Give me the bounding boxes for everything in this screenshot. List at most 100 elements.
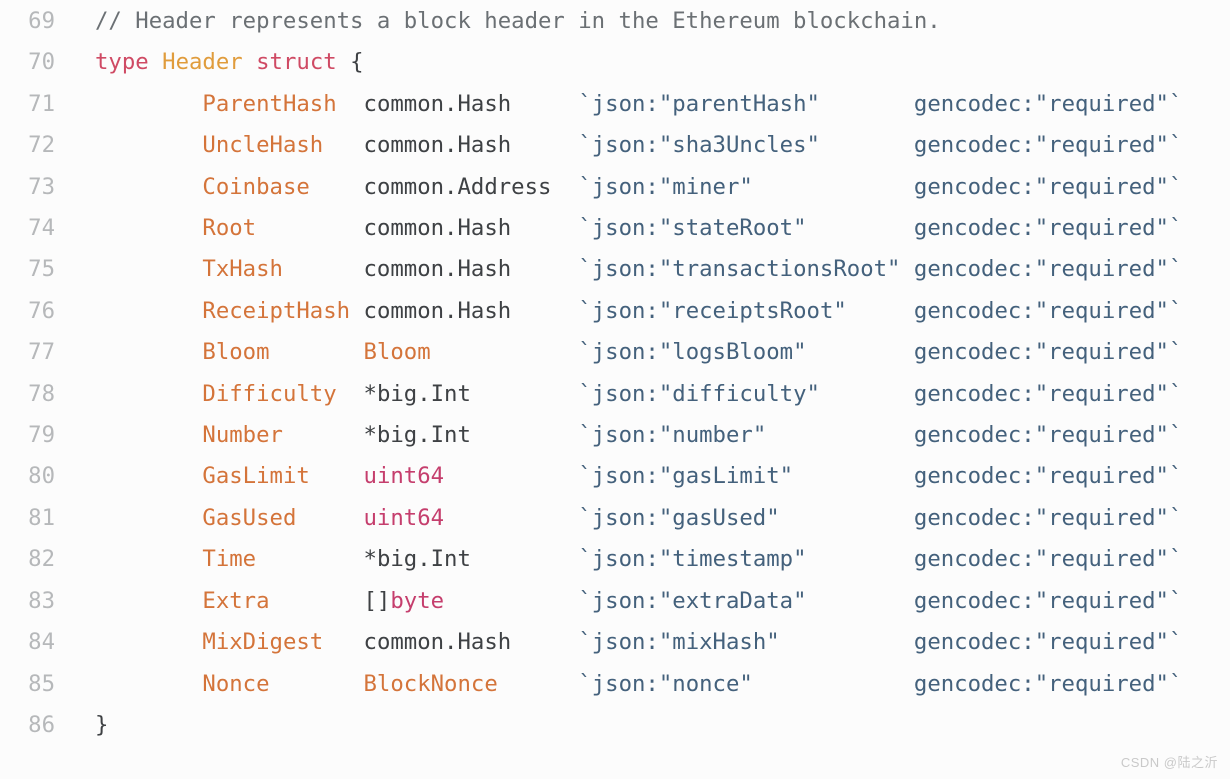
code-token xyxy=(95,463,202,489)
code-token: Bloom xyxy=(363,339,431,366)
code-token: `json:"mixHash" gencodec:"required"` xyxy=(578,629,1183,656)
code-token xyxy=(511,132,578,158)
code-text: } xyxy=(95,705,108,746)
code-token xyxy=(511,629,578,655)
code-token: uint64 xyxy=(363,504,445,531)
code-token: MixDigest xyxy=(202,629,324,656)
code-line: 78 Difficulty *big.Int `json:"difficulty… xyxy=(0,374,1230,415)
code-token xyxy=(323,132,363,158)
code-token xyxy=(95,381,202,407)
code-token xyxy=(95,215,202,241)
code-token xyxy=(95,588,202,614)
code-token xyxy=(511,91,578,117)
code-line: 75 TxHash common.Hash `json:"transaction… xyxy=(0,249,1230,290)
code-text: Extra []byte `json:"extraData" gencodec:… xyxy=(95,581,1182,622)
code-token: BlockNonce xyxy=(363,670,498,697)
code-token xyxy=(95,671,202,697)
code-line: 76 ReceiptHash common.Hash `json:"receip… xyxy=(0,291,1230,332)
line-number: 76 xyxy=(28,297,55,324)
code-token: `json:"gasLimit" gencodec:"required"` xyxy=(578,463,1183,490)
code-token xyxy=(95,629,202,655)
code-token xyxy=(471,546,578,572)
code-line: 82 Time *big.Int `json:"timestamp" genco… xyxy=(0,539,1230,580)
code-token xyxy=(270,588,364,614)
code-token: `json:"stateRoot" gencodec:"required"` xyxy=(578,215,1183,242)
code-line: 69 // Header represents a block header i… xyxy=(0,1,1230,42)
code-token xyxy=(95,256,202,282)
line-number: 75 xyxy=(28,256,55,283)
code-token: GasUsed xyxy=(202,504,297,531)
line-number: 74 xyxy=(28,215,55,242)
code-token: `json:"logsBloom" gencodec:"required"` xyxy=(578,339,1183,366)
code-token: `json:"miner" gencodec:"required"` xyxy=(578,173,1183,200)
code-token: GasLimit xyxy=(202,463,310,490)
line-number: 84 xyxy=(28,629,55,656)
code-token xyxy=(270,671,364,697)
code-token: uint64 xyxy=(363,463,445,490)
code-text: GasUsed uint64 `json:"gasUsed" gencodec:… xyxy=(95,498,1182,539)
code-token: Number xyxy=(202,422,283,449)
code-token: `json:"nonce" gencodec:"required"` xyxy=(578,670,1183,697)
code-line: 83 Extra []byte `json:"extraData" gencod… xyxy=(0,581,1230,622)
code-token: common.Hash xyxy=(363,132,512,159)
code-token xyxy=(310,463,364,489)
code-token: *big.Int xyxy=(363,422,471,449)
code-area: 69 // Header represents a block header i… xyxy=(0,1,1230,746)
line-number: 81 xyxy=(28,504,55,531)
code-token: Time xyxy=(202,546,257,573)
code-text: type Header struct { xyxy=(95,42,364,83)
code-token: type xyxy=(95,49,149,76)
code-token xyxy=(95,132,202,158)
code-token xyxy=(444,463,578,489)
code-token xyxy=(283,256,364,282)
code-line: 86 } xyxy=(0,705,1230,746)
code-text: Root common.Hash `json:"stateRoot" genco… xyxy=(95,208,1182,249)
code-token: `json:"transactionsRoot" gencodec:"requi… xyxy=(578,256,1183,283)
code-token xyxy=(95,339,202,365)
code-token: Header xyxy=(162,49,243,76)
code-token: common.Hash xyxy=(363,215,512,242)
code-line: 74 Root common.Hash `json:"stateRoot" ge… xyxy=(0,208,1230,249)
code-line: 85 Nonce BlockNonce `json:"nonce" gencod… xyxy=(0,664,1230,705)
code-token: Extra xyxy=(202,587,270,614)
code-token: Nonce xyxy=(202,670,270,697)
code-line: 80 GasLimit uint64 `json:"gasLimit" genc… xyxy=(0,456,1230,497)
code-token xyxy=(498,671,579,697)
code-token xyxy=(471,381,578,407)
code-token: { xyxy=(336,49,364,76)
code-token: // Header represents a block header in t… xyxy=(95,8,941,34)
code-token: Bloom xyxy=(202,339,270,366)
code-line: 72 UncleHash common.Hash `json:"sha3Uncl… xyxy=(0,125,1230,166)
code-line: 84 MixDigest common.Hash `json:"mixHash"… xyxy=(0,622,1230,663)
code-token: `json:"number" gencodec:"required"` xyxy=(578,422,1183,449)
code-token: struct xyxy=(256,49,337,76)
code-token xyxy=(95,174,202,200)
code-token xyxy=(95,298,202,324)
code-token xyxy=(243,49,256,75)
code-text: Time *big.Int `json:"timestamp" gencodec… xyxy=(95,539,1182,580)
code-text: ReceiptHash common.Hash `json:"receiptsR… xyxy=(95,291,1182,332)
code-token: [] xyxy=(363,587,391,614)
csdn-watermark: CSDN @陆之沂 xyxy=(1120,755,1218,770)
code-line: 77 Bloom Bloom `json:"logsBloom" gencode… xyxy=(0,332,1230,373)
code-token: TxHash xyxy=(202,256,283,283)
code-text: Number *big.Int `json:"number" gencodec:… xyxy=(95,415,1182,456)
code-line: 71 ParentHash common.Hash `json:"parentH… xyxy=(0,84,1230,125)
code-token: ReceiptHash xyxy=(202,297,351,324)
code-token xyxy=(95,546,202,572)
line-number: 85 xyxy=(28,670,55,697)
line-number: 73 xyxy=(28,173,55,200)
code-token: ParentHash xyxy=(202,90,337,117)
code-token xyxy=(511,298,578,324)
code-text: Difficulty *big.Int `json:"difficulty" g… xyxy=(95,374,1182,415)
code-token: `json:"timestamp" gencodec:"required"` xyxy=(578,546,1183,573)
code-token xyxy=(256,215,363,241)
code-token: Root xyxy=(202,215,257,242)
code-token xyxy=(270,339,364,365)
code-line: 70 type Header struct { xyxy=(0,42,1230,83)
code-token: `json:"receiptsRoot" gencodec:"required"… xyxy=(578,297,1183,324)
code-token: UncleHash xyxy=(202,132,324,159)
code-token: common.Hash xyxy=(363,90,512,117)
code-token xyxy=(511,256,578,282)
code-token xyxy=(149,49,162,75)
